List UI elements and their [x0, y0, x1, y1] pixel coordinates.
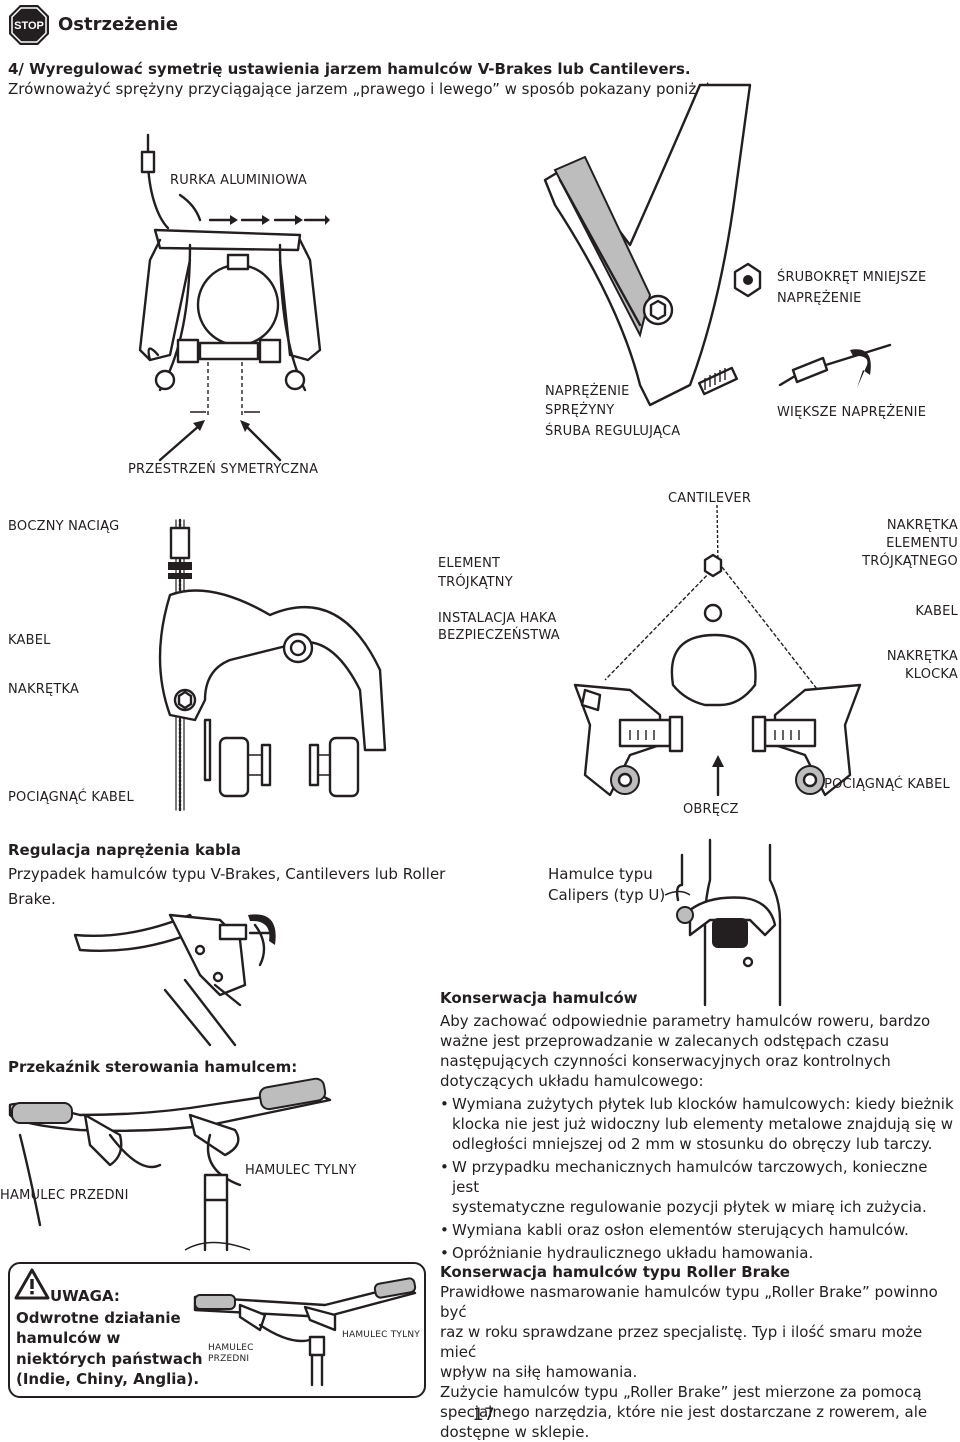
list-item: Opróżnianie hydraulicznego układu hamowa…	[440, 1243, 955, 1263]
roller-l3: wpływ na siłę hamowania.	[440, 1363, 638, 1381]
label-nakretka-el-1: NAKRĘTKA	[886, 518, 958, 533]
konserwacja-list: Wymiana zużytych płytek lub klocków hamu…	[440, 1094, 955, 1263]
label-tylny: HAMULEC TYLNY	[245, 1163, 357, 1178]
warning-icon	[14, 1268, 50, 1300]
screwdriver-icon	[778, 343, 892, 388]
sidepull-brake-illustration	[158, 518, 387, 812]
label-nakretka-kl-1: NAKRĘTKA	[886, 649, 958, 664]
uwaga-przedni-1: HAMULEC	[208, 1343, 254, 1353]
label-element-1: ELEMENT	[438, 556, 501, 571]
label-instalacja-1: INSTALACJA HAKA	[438, 611, 557, 626]
uwaga-line-4: (Indie, Chiny, Anglia).	[16, 1370, 200, 1388]
handlebar-small-illustration	[193, 1277, 417, 1387]
handlebar-illustration	[8, 1077, 332, 1252]
label-nakretka-left: NAKRĘTKA	[8, 682, 80, 697]
cantilever-illustration	[573, 504, 862, 797]
label-nakretka-el-2: ELEMENTU	[886, 536, 958, 551]
vbrake-illustration	[138, 133, 322, 415]
konserwacja-p3: następujących czynności konserwacyjnych …	[440, 1052, 891, 1070]
label-rurka: RURKA ALUMINIOWA	[170, 173, 307, 188]
konserwacja-section: Konserwacja hamulców Aby zachować odpowi…	[440, 988, 955, 1263]
regulacja-line-1: Przypadek hamulców typu V-Brakes, Cantil…	[8, 865, 446, 883]
label-pociagnac-left: POCIĄGNĄĆ KABEL	[8, 790, 134, 805]
label-kabel-left: KABEL	[8, 633, 51, 648]
label-srubokret-1: ŚRUBOKRĘT MNIEJSZE	[777, 270, 927, 285]
roller-l5: specjalnego narzędzia, które nie jest do…	[440, 1403, 928, 1421]
label-boczny: BOCZNY NACIĄG	[8, 519, 120, 534]
calipers-line-1: Hamulce typu	[548, 865, 653, 883]
uwaga-przedni-2: PRZEDNI	[208, 1354, 250, 1364]
roller-l4: Zużycie hamulców typu „Roller Brake” jes…	[440, 1383, 922, 1401]
label-nakretka-kl-2: KLOCKA	[904, 667, 958, 682]
label-przestrzen: PRZESTRZEŃ SYMETRYCZNA	[128, 462, 319, 477]
konserwacja-p1: Aby zachować odpowiednie parametry hamul…	[440, 1012, 931, 1030]
uwaga-tylny: HAMULEC TYLNY	[342, 1330, 420, 1340]
intro-heading: 4/ Wyregulować symetrię ustawienia jarze…	[8, 60, 691, 78]
label-wieksze: WIĘKSZE NAPRĘŻENIE	[777, 405, 927, 420]
brake-arm-illustration	[543, 83, 752, 407]
label-instalacja-2: BEZPIECZEŃSTWA	[438, 628, 560, 643]
label-naprezenie-1: NAPRĘŻENIE	[545, 384, 630, 399]
uwaga-line-1: Odwrotne działanie	[16, 1309, 181, 1327]
list-item: W przypadku mechanicznych hamulców tarcz…	[440, 1157, 955, 1217]
stop-sign-icon: STOP	[9, 5, 49, 45]
roller-title: Konserwacja hamulców typu Roller Brake	[440, 1263, 790, 1281]
label-kabel-right: KABEL	[915, 604, 958, 619]
label-cantilever: CANTILEVER	[668, 491, 752, 506]
arrows-icon	[178, 193, 330, 225]
page-number: 17	[473, 1405, 495, 1425]
calipers-brake-illustration	[664, 838, 782, 1007]
label-element-2: TRÓJKĄTNY	[438, 575, 513, 590]
adjust-screw-icon	[697, 262, 762, 396]
regulacja-line-2: Brake.	[8, 890, 56, 908]
intro-text: Zrównoważyć sprężyny przyciągające jarze…	[8, 80, 715, 98]
regulacja-title: Regulacja naprężenia kabla	[8, 841, 242, 859]
label-nakretka-el-3: TRÓJKĄTNEGO	[862, 554, 958, 569]
przekaznik-title: Przekaźnik sterowania hamulcem:	[8, 1058, 298, 1076]
roller-l6: dostępne w sklepie.	[440, 1423, 590, 1441]
roller-section: Konserwacja hamulców typu Roller Brake P…	[440, 1262, 955, 1442]
uwaga-line-2: hamulców w	[16, 1329, 121, 1347]
uwaga-box	[8, 1262, 426, 1398]
svg-text:STOP: STOP	[14, 20, 44, 32]
label-naprezenie-3: ŚRUBA REGULUJĄCA	[545, 424, 681, 439]
roller-l1: Prawidłowe nasmarowanie hamulców typu „R…	[440, 1283, 938, 1321]
uwaga-title: UWAGA:	[50, 1287, 120, 1305]
konserwacja-p4: dotyczących układu hamulcowego:	[440, 1072, 704, 1090]
label-srubokret-2: NAPRĘŻENIE	[777, 291, 862, 306]
list-item: Wymiana kabli oraz osłon elementów steru…	[440, 1220, 955, 1240]
label-obrecz: OBRĘCZ	[683, 802, 739, 817]
roller-l2: raz w roku sprawdzane przez specjalistę.…	[440, 1323, 923, 1361]
konserwacja-p2: ważne jest przeprowadzanie w zalecanych …	[440, 1032, 890, 1050]
page-title: Ostrzeżenie	[58, 14, 179, 35]
label-naprezenie-2: SPRĘŻYNY	[545, 403, 615, 418]
symmetry-arrows-icon	[158, 420, 282, 462]
list-item: Wymiana zużytych płytek lub klocków hamu…	[440, 1094, 955, 1154]
brake-lever-illustration	[73, 913, 276, 1047]
calipers-line-2: Calipers (typ U)	[548, 886, 666, 904]
konserwacja-title: Konserwacja hamulców	[440, 989, 638, 1007]
label-pociagnac-right: POCIĄGNĄĆ KABEL	[824, 777, 950, 792]
uwaga-line-3: niektórych państwach	[16, 1350, 203, 1368]
label-przedni: HAMULEC PRZEDNI	[0, 1188, 129, 1203]
